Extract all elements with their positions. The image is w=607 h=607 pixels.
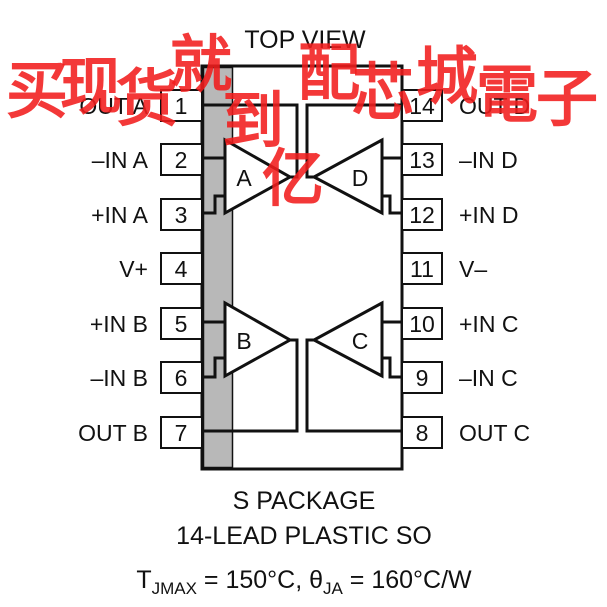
left-pins: 1 OUT A 2 –IN A 3 +IN A 4 V+ 5 +IN B 6 –… [78,89,203,449]
pin-6: 6 –IN B [90,361,203,394]
pin-box [160,143,203,176]
op-amp-b: B [223,300,294,379]
pin-name: OUT A [79,93,148,119]
pin-name: +IN D [459,202,518,228]
amp-a-label: A [236,165,252,191]
package-body [200,64,404,471]
pin-box [160,252,203,285]
pin-number: 6 [175,365,188,391]
pin-number: 10 [409,311,435,337]
amp-d-label: D [352,165,369,191]
top-view-title: TOP VIEW [244,26,366,54]
right-pins: 14 OUT D 13 –IN D 12 +IN D 11 V– 10 +IN … [401,89,530,449]
pin-7: 7 OUT B [78,416,203,449]
pin-box [160,416,203,449]
pin-5: 5 +IN B [90,307,203,340]
amp-b-label: B [236,328,251,354]
pin-name: –IN A [92,147,149,173]
pin-number: 8 [416,420,429,446]
pin-name: OUT B [78,420,148,446]
package-name: S PACKAGE [233,487,376,515]
pin-11: 11 V– [401,252,487,285]
thermal-spec: TJMAX = 150°C, θJA = 160°C/W [136,566,472,598]
op-amp-c: C [310,300,384,379]
pin-14: 14 OUT D [401,89,530,122]
pin-1: 1 OUT A [79,89,203,122]
pin-number: 5 [175,311,188,337]
pin-name: +IN C [459,311,518,337]
pin-number: 13 [409,147,435,173]
pin-number: 14 [409,93,435,119]
pin-number: 12 [409,202,435,228]
pin-name: –IN D [459,147,518,173]
pin-box [401,89,443,122]
pin-2: 2 –IN A [92,143,203,176]
pin-name: +IN B [90,311,148,337]
pin-name: –IN B [90,365,148,391]
pin-box [160,89,203,122]
package-description: 14-LEAD PLASTIC SO [176,522,432,550]
op-amp-d: D [310,137,384,216]
pin-name: V+ [119,256,148,282]
tjmax-value: = 150°C, [197,566,309,594]
pin-8: 8 OUT C [401,416,530,449]
pin-box [401,143,443,176]
theta-symbol: θ [309,566,323,594]
pin-box [401,252,443,285]
pin-number: 11 [410,256,434,282]
pin-box [160,307,203,340]
pin-13: 13 –IN D [401,143,518,176]
pin-name: OUT C [459,420,530,446]
tjmax-symbol: T [136,566,151,594]
amp-c-label: C [352,328,369,354]
pin-10: 10 +IN C [401,307,518,340]
pin-name: V– [459,256,487,282]
pin-9: 9 –IN C [401,361,518,394]
pin-12: 12 +IN D [401,198,518,231]
pin-box [401,198,443,231]
pin-box [160,361,203,394]
pin-name: OUT D [459,93,530,119]
pin-name: +IN A [91,202,149,228]
op-amp-a: A [223,137,294,216]
pin-number: 9 [416,365,429,391]
theta-subscript: JA [323,579,344,598]
pin-4: 4 V+ [119,252,203,285]
theta-value: = 160°C/W [343,566,472,594]
pin-box [401,361,443,394]
pin-number: 1 [175,93,188,119]
pin-number: 3 [175,202,188,228]
pin-box [401,307,443,340]
pin-box [401,416,443,449]
pin-name: –IN C [459,365,518,391]
internal-wiring [203,103,402,433]
pin-number: 2 [175,147,188,173]
pin-box [160,198,203,231]
pin-number: 4 [175,256,188,282]
tjmax-subscript: JMAX [152,579,197,598]
pin1-side-stripe [202,66,234,469]
pin-number: 7 [175,420,188,446]
pin-3: 3 +IN A [91,198,203,231]
